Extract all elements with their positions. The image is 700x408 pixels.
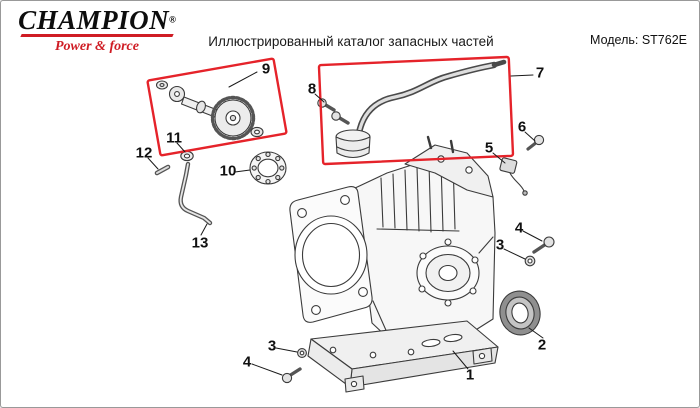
part-callout-6: 6 <box>517 118 527 136</box>
camshaft-gear-assembly <box>155 80 264 141</box>
page-title: Иллюстрированный каталог запасных частей <box>208 34 494 49</box>
part-callout-3-bottom: 3 <box>267 337 277 355</box>
crankcase-front-face <box>289 186 373 323</box>
part-callout-3-right: 3 <box>495 236 505 254</box>
highlight-box-camshaft <box>146 57 288 157</box>
part-callout-5: 5 <box>484 139 494 157</box>
part-callout-11: 11 <box>166 129 182 147</box>
highlight-boxes <box>146 55 515 166</box>
sump-base <box>307 320 499 393</box>
part-callout-12: 12 <box>135 144 153 162</box>
pin-12 <box>154 164 171 176</box>
part-callout-8: 8 <box>307 80 317 98</box>
washer-11 <box>180 150 194 162</box>
part-callout-4-bottom: 4 <box>242 353 252 371</box>
part-callout-10: 10 <box>219 162 237 180</box>
brand-logo: CHAMPION® Power & force <box>15 6 179 55</box>
nut-3-bottom <box>297 348 307 358</box>
brand-name-row: CHAMPION® <box>15 6 179 34</box>
bolt-6 <box>526 134 545 151</box>
part-callout-13: 13 <box>191 234 209 252</box>
nut-3-right <box>524 255 536 267</box>
model-label: Модель: ST762E <box>590 33 687 47</box>
part-callout-1: 1 <box>465 366 475 384</box>
highlight-box-breather <box>317 55 515 166</box>
part-callout-9: 9 <box>261 60 271 78</box>
bolt-4-bottom <box>281 367 302 384</box>
oil-sensor-switch <box>499 157 528 196</box>
brand-name: CHAMPION <box>18 5 170 35</box>
part-callout-2: 2 <box>537 336 547 354</box>
callout-leader-lines <box>147 71 544 376</box>
bolt-4-right <box>532 236 555 254</box>
crankcase-body <box>352 135 496 346</box>
breather-tube-assembly <box>335 59 507 159</box>
ball-bearing <box>249 151 287 185</box>
registered-mark: ® <box>169 14 176 25</box>
dipstick-rod-13 <box>178 161 213 226</box>
part-callout-7: 7 <box>535 64 545 82</box>
oil-seal <box>499 290 541 336</box>
brand-tagline: Power & force <box>55 39 139 55</box>
part-callout-4-right: 4 <box>514 219 524 237</box>
